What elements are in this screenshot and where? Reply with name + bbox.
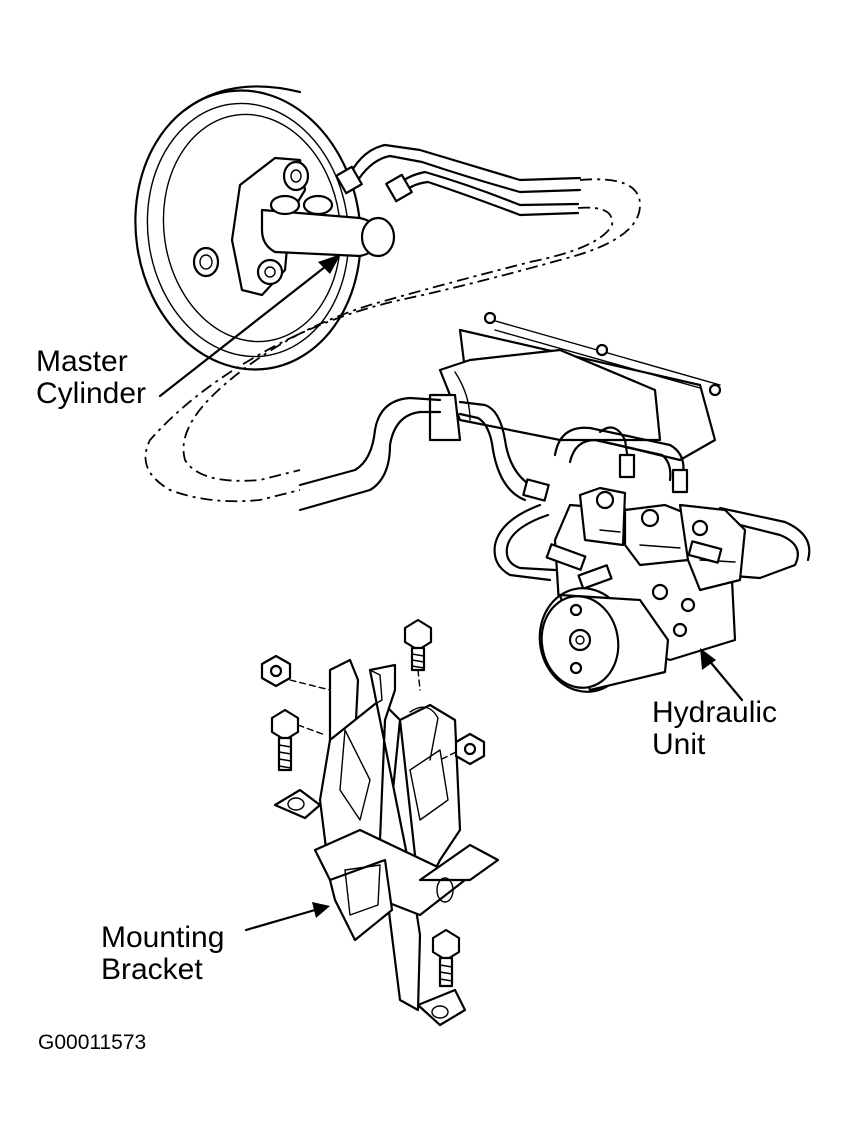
- master-cylinder-label: Master Cylinder: [36, 346, 146, 410]
- hydraulic-unit-label: Hydraulic Unit: [652, 697, 777, 761]
- nut-top-left: [260, 654, 292, 688]
- hydraulic-unit: [538, 486, 747, 693]
- hydraulic-label-line2: Unit: [652, 728, 706, 761]
- guide-lines: [289, 669, 457, 761]
- frame-rail: [428, 311, 722, 462]
- hidden-line-path: [144, 178, 641, 503]
- master-label-line1: Master: [36, 345, 128, 378]
- brake-lines: [335, 143, 582, 217]
- leader-master-cylinder: [158, 254, 341, 398]
- nut-right: [454, 732, 486, 766]
- bracket-label-line2: Bracket: [101, 953, 203, 986]
- leader-mounting-bracket: [244, 902, 330, 932]
- hydraulic-lines: [298, 396, 811, 582]
- mounting-bracket-label: Mounting Bracket: [101, 922, 224, 986]
- leader-hydraulic-unit: [700, 648, 744, 702]
- hydraulic-label-line1: Hydraulic: [652, 696, 778, 729]
- master-label-line2: Cylinder: [36, 377, 147, 410]
- bracket-label-line1: Mounting: [101, 921, 225, 954]
- mounting-bracket: [273, 658, 500, 1027]
- bolt-left: [270, 708, 300, 772]
- bolt-top: [403, 618, 433, 672]
- figure-id: G00011573: [38, 1031, 147, 1054]
- bolt-bottom: [431, 928, 461, 988]
- master-cylinder: [230, 156, 396, 297]
